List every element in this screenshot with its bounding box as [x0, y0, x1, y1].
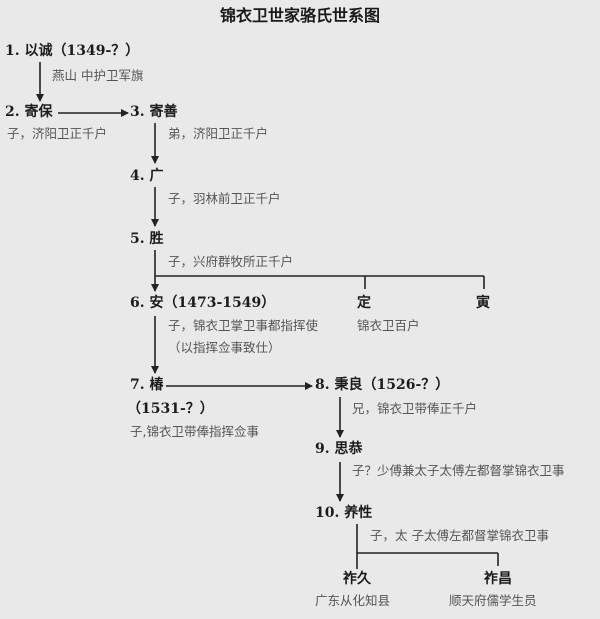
- person-zuochang-desc: 顺天府儒学生员: [449, 593, 537, 608]
- person-4: 4. 广: [130, 168, 164, 184]
- person-3: 3. 寄善: [130, 104, 178, 120]
- person-9: 9. 思恭: [315, 441, 363, 457]
- person-3-desc: 弟，济阳卫正千户: [168, 126, 269, 141]
- diagram-title: 锦衣卫世家骆氏世系图: [219, 6, 380, 25]
- person-2-desc: 子，济阳卫正千户: [7, 126, 108, 141]
- person-2: 2. 寄保: [5, 104, 53, 120]
- person-5-desc: 子，兴府群牧所正千户: [168, 254, 294, 269]
- person-6: 6. 安（1473-1549）: [130, 295, 276, 311]
- person-7: 7. 椿: [130, 377, 164, 393]
- person-zuojiu: 祚久: [343, 571, 371, 587]
- person-6-note: （以指挥佥事致仕）: [168, 340, 281, 355]
- person-yin: 寅: [476, 295, 490, 311]
- person-6-desc: 子，锦衣卫掌卫事都指挥使: [168, 318, 319, 333]
- person-1-desc: 燕山 中护卫军旗: [52, 68, 144, 83]
- person-1: 1. 以诚（1349-？）: [5, 43, 140, 59]
- person-10: 10. 养性: [315, 505, 373, 521]
- person-5: 5. 胜: [130, 231, 164, 247]
- person-ding-desc: 锦衣卫百户: [357, 318, 420, 333]
- person-7-desc: 子,锦衣卫带俸指挥佥事: [130, 424, 259, 439]
- person-7-dates: （1531-？）: [127, 401, 214, 417]
- person-9-desc: 子？少傅兼太子太傅左都督掌锦衣卫事: [352, 463, 565, 478]
- person-zuojiu-desc: 广东从化知县: [315, 593, 391, 608]
- person-4-desc: 子，羽林前卫正千户: [168, 191, 281, 206]
- person-8-desc: 兄，锦衣卫带俸正千户: [352, 401, 478, 416]
- person-zuochang: 祚昌: [484, 571, 512, 587]
- person-ding: 定: [357, 295, 371, 311]
- person-8: 8. 秉良（1526-？）: [315, 377, 450, 393]
- person-10-desc: 子，太 子太傅左都督掌锦衣卫事: [370, 528, 549, 543]
